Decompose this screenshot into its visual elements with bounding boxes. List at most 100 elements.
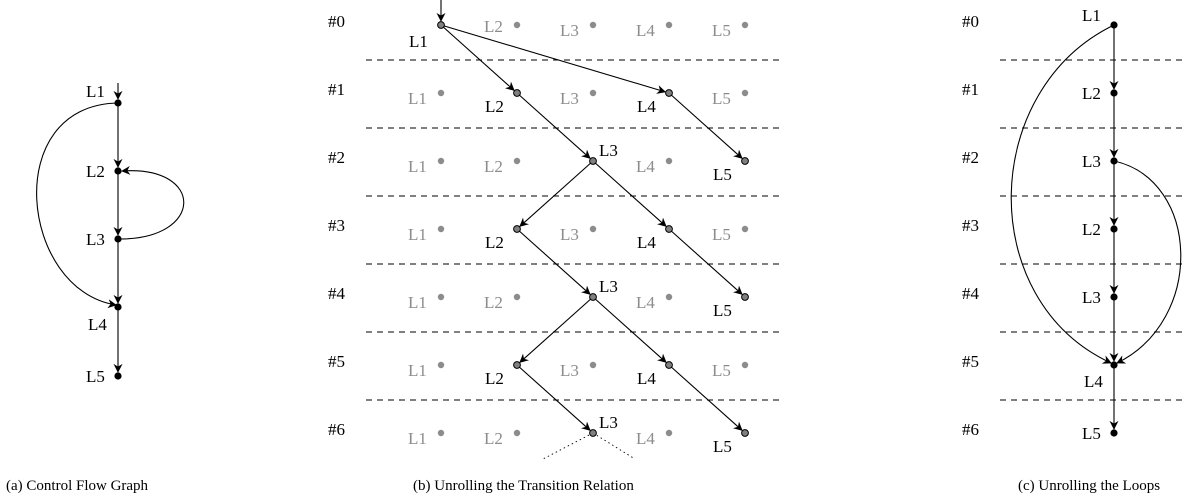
transition-edge (516, 92, 591, 159)
unrolled-node (1110, 429, 1118, 437)
transition-edge (519, 160, 594, 227)
state-label: L2 (485, 97, 504, 116)
transition-edge (592, 160, 667, 227)
state-label: L3 (599, 277, 618, 296)
state-node-inactive (589, 361, 597, 369)
step-label-c: #4 (962, 284, 980, 303)
step-label-c: #1 (962, 80, 979, 99)
node-label-l1: L1 (86, 82, 105, 101)
state-node-active (741, 157, 749, 165)
state-label: L2 (484, 429, 503, 448)
step-label-c: #0 (962, 12, 979, 31)
transition-edge (440, 24, 515, 91)
state-label: L2 (485, 233, 504, 252)
state-label: L3 (560, 21, 579, 40)
state-node-active (589, 157, 597, 165)
state-node-inactive (589, 89, 597, 97)
state-node-active (513, 361, 521, 369)
edge-l1-l4 (36, 102, 119, 309)
node-label-l4: L4 (88, 315, 107, 334)
state-node-active (741, 293, 749, 301)
state-node-inactive (741, 225, 749, 233)
state-node-active (513, 89, 521, 97)
step-label-b: #1 (328, 80, 345, 99)
state-label: L5 (712, 21, 731, 40)
unrolled-skip-edge (1113, 160, 1182, 364)
state-label: L1 (408, 429, 427, 448)
state-node-active (665, 361, 673, 369)
step-label-b: #6 (328, 420, 345, 439)
state-label: L5 (713, 301, 732, 320)
state-label: L1 (409, 32, 428, 51)
node-label-l2: L2 (86, 162, 105, 181)
node-label-l3: L3 (86, 230, 105, 249)
node-label-l5: L5 (86, 367, 105, 386)
node-l4 (114, 303, 122, 311)
continuation-edge (542, 432, 594, 460)
state-node-active (665, 225, 673, 233)
panel-b-caption: (b) Unrolling the Transition Relation (413, 478, 634, 494)
state-node-active (589, 429, 597, 437)
state-node-inactive (741, 21, 749, 29)
state-node-inactive (437, 429, 445, 437)
state-node-inactive (437, 157, 445, 165)
state-node-inactive (665, 157, 673, 165)
unrolled-node-label: L2 (1082, 220, 1101, 239)
state-node-inactive (513, 21, 521, 29)
state-node-inactive (589, 21, 597, 29)
unrolled-node (1110, 89, 1118, 97)
state-node-inactive (665, 293, 673, 301)
transition-edge (440, 24, 667, 94)
unrolled-node-label: L5 (1082, 424, 1101, 443)
state-label: L4 (637, 233, 656, 252)
step-label-b: #5 (328, 352, 345, 371)
state-label: L5 (713, 437, 732, 456)
state-label: L3 (599, 141, 618, 160)
transition-edge (668, 364, 743, 431)
state-node-inactive (513, 157, 521, 165)
state-node-inactive (437, 89, 445, 97)
unrolled-node (1110, 361, 1118, 369)
state-node-inactive (741, 361, 749, 369)
edge-l3-l2 (117, 165, 185, 240)
step-label-b: #4 (328, 284, 346, 303)
state-label: L5 (712, 225, 731, 244)
step-label-c: #6 (962, 420, 979, 439)
unrolled-node (1110, 21, 1118, 29)
state-label: L3 (560, 225, 579, 244)
continuation-edge (592, 432, 636, 460)
state-label: L3 (599, 413, 618, 432)
state-label: L5 (713, 165, 732, 184)
state-node-inactive (665, 21, 673, 29)
state-node-active (589, 293, 597, 301)
state-node-active (665, 89, 673, 97)
transition-edge (592, 296, 667, 363)
transition-edge (516, 228, 591, 295)
state-label: L4 (636, 21, 655, 40)
state-label: L2 (484, 157, 503, 176)
unrolled-node-label: L3 (1082, 152, 1101, 171)
unrolled-node (1110, 293, 1118, 301)
state-label: L5 (712, 89, 731, 108)
state-node-inactive (437, 293, 445, 301)
state-node-active (741, 429, 749, 437)
step-label-c: #2 (962, 148, 979, 167)
state-label: L4 (637, 369, 656, 388)
state-label: L4 (636, 293, 655, 312)
state-label: L1 (408, 225, 427, 244)
state-node-inactive (437, 225, 445, 233)
transition-edge (668, 92, 743, 159)
state-label: L1 (408, 89, 427, 108)
state-label: L1 (408, 157, 427, 176)
panel-c-caption: (c) Unrolling the Loops (1018, 478, 1160, 494)
step-label-b: #3 (328, 216, 345, 235)
state-label: L4 (636, 157, 655, 176)
state-node-inactive (665, 429, 673, 437)
step-label-c: #5 (962, 352, 979, 371)
unrolled-node (1110, 157, 1118, 165)
unrolled-node (1110, 225, 1118, 233)
state-node-inactive (513, 293, 521, 301)
